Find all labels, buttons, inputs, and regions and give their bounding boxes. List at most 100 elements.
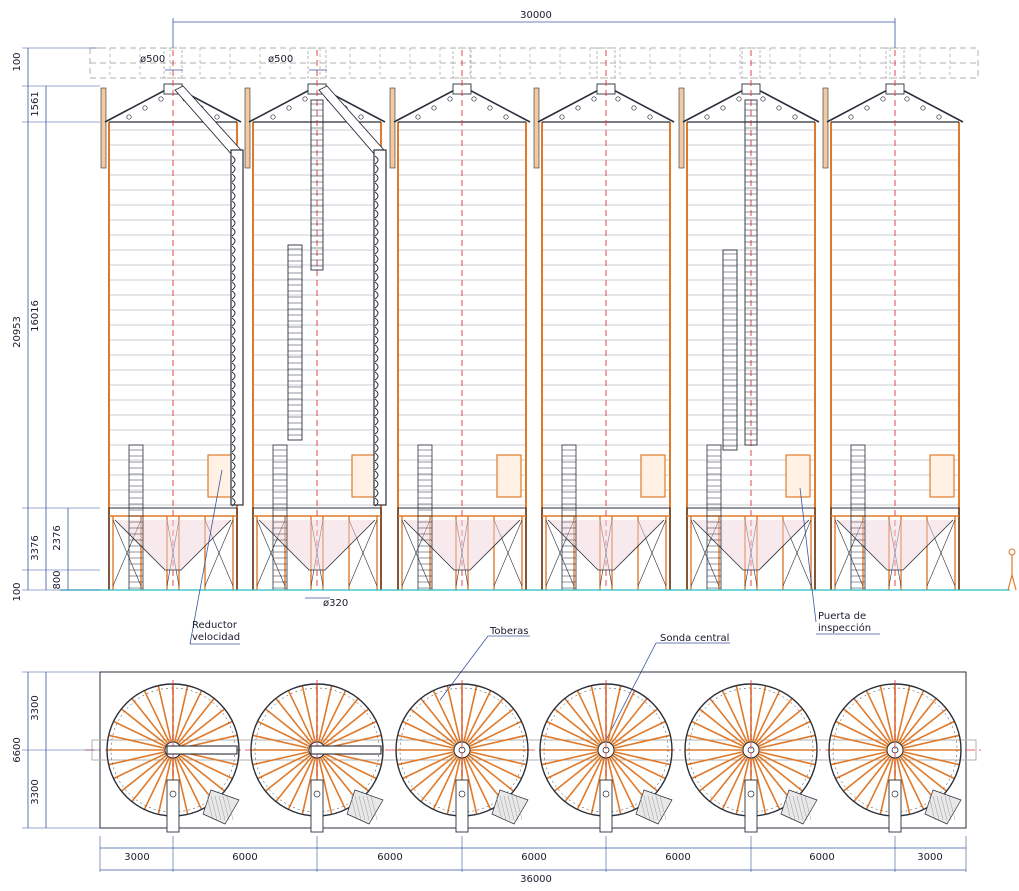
stair-tread	[940, 795, 948, 821]
stair-tread	[944, 795, 952, 821]
radial-rib	[902, 751, 960, 766]
drawing-geometry	[22, 18, 1017, 872]
radial-rib	[899, 697, 937, 745]
roof-stiffener	[100, 87, 107, 169]
roof-vent	[302, 96, 308, 102]
spiral-flight	[231, 245, 236, 255]
radial-rib	[432, 756, 460, 810]
spiral-flight	[374, 209, 379, 219]
radial-rib	[756, 754, 804, 792]
offset-ladder-1	[287, 244, 303, 441]
roof-stiffener	[678, 87, 685, 169]
radial-rib	[900, 708, 948, 746]
spiral-flight	[231, 272, 236, 282]
radial-rib	[113, 720, 167, 748]
stair-tread	[928, 795, 936, 821]
outlet-duct	[744, 779, 758, 833]
stair-tread	[948, 795, 956, 821]
inspection-door	[929, 454, 955, 498]
stair-tread	[370, 795, 378, 821]
radial-rib	[409, 754, 457, 792]
radial-rib	[758, 751, 816, 766]
roof-vent	[286, 105, 292, 111]
label-puerta-line2: inspección	[818, 622, 871, 634]
radial-rib	[607, 757, 622, 815]
outlet-duct	[599, 779, 613, 833]
spiral-flight	[374, 344, 379, 354]
stair-tread	[354, 795, 362, 821]
label-sonda-central: Sonda central	[660, 633, 729, 644]
stair-tread	[226, 795, 234, 821]
hopper-cone	[836, 519, 954, 571]
radial-rib	[698, 708, 746, 746]
spiral-flight	[374, 380, 379, 390]
stair-tread	[362, 795, 370, 821]
catwalk-access	[307, 47, 327, 79]
radial-rib	[323, 752, 377, 780]
hatch-dimension-2: ø500	[268, 54, 293, 65]
person-head	[1008, 548, 1016, 556]
stair-tread	[932, 795, 940, 821]
radial-rib	[901, 720, 955, 748]
stair-tread	[659, 795, 667, 821]
radial-rib	[178, 708, 226, 746]
radial-rib	[397, 734, 455, 749]
base-brace	[782, 519, 812, 587]
radial-rib	[175, 756, 203, 810]
silo-plan-1	[106, 680, 240, 833]
radial-rib	[865, 756, 893, 810]
elev-dim-top-100: 100	[12, 52, 23, 71]
radial-rib	[698, 754, 746, 792]
radial-rib	[541, 734, 599, 749]
radial-rib	[257, 720, 311, 748]
radial-rib	[179, 752, 233, 780]
spiral-flight	[374, 254, 379, 264]
spiral-flight	[231, 191, 236, 201]
stair-tread	[350, 795, 358, 821]
radial-rib	[402, 752, 456, 780]
radial-rib	[691, 720, 745, 748]
radial-rib	[252, 734, 310, 749]
ladder-frame	[310, 99, 324, 271]
spiral-flight	[231, 254, 236, 264]
roof-vent	[792, 114, 798, 120]
ladder-frame	[744, 99, 758, 446]
radial-rib	[432, 690, 460, 744]
radial-rib	[753, 756, 781, 810]
elev-dim-base-3376: 3376	[30, 535, 41, 560]
central-ladder-2	[744, 99, 758, 446]
stair-tread	[651, 795, 659, 821]
radial-rib	[469, 751, 527, 766]
radial-rib	[322, 708, 370, 746]
radial-rib	[468, 752, 522, 780]
spiral-flight	[374, 479, 379, 489]
spiral-flight	[231, 461, 236, 471]
radial-rib	[467, 708, 515, 746]
radial-rib	[756, 708, 804, 746]
spiral-flight	[374, 317, 379, 327]
radial-rib	[446, 685, 461, 743]
spiral-flight	[374, 353, 379, 363]
silo-elevation-5	[678, 47, 820, 591]
stair-tread	[655, 795, 663, 821]
leader-sonda	[605, 642, 657, 741]
hopper-cone	[547, 519, 665, 571]
stair-tread	[358, 795, 366, 821]
radial-rib	[879, 685, 894, 743]
silo-plan-4	[539, 680, 673, 833]
stair-tread	[643, 795, 651, 821]
radial-rib	[178, 754, 226, 792]
radial-rib	[896, 757, 911, 815]
inspection-door	[496, 454, 522, 498]
stair-tread	[495, 795, 503, 821]
radial-rib	[264, 754, 312, 792]
elev-dim-total-20953: 20953	[12, 316, 23, 348]
radial-rib	[252, 751, 310, 766]
radial-rib	[835, 752, 889, 780]
silo-plan-5	[684, 680, 818, 833]
radial-rib	[257, 752, 311, 780]
radial-rib	[287, 690, 315, 744]
base-brace	[637, 519, 667, 587]
spiral-flight	[374, 389, 379, 399]
roof-vent	[126, 114, 132, 120]
